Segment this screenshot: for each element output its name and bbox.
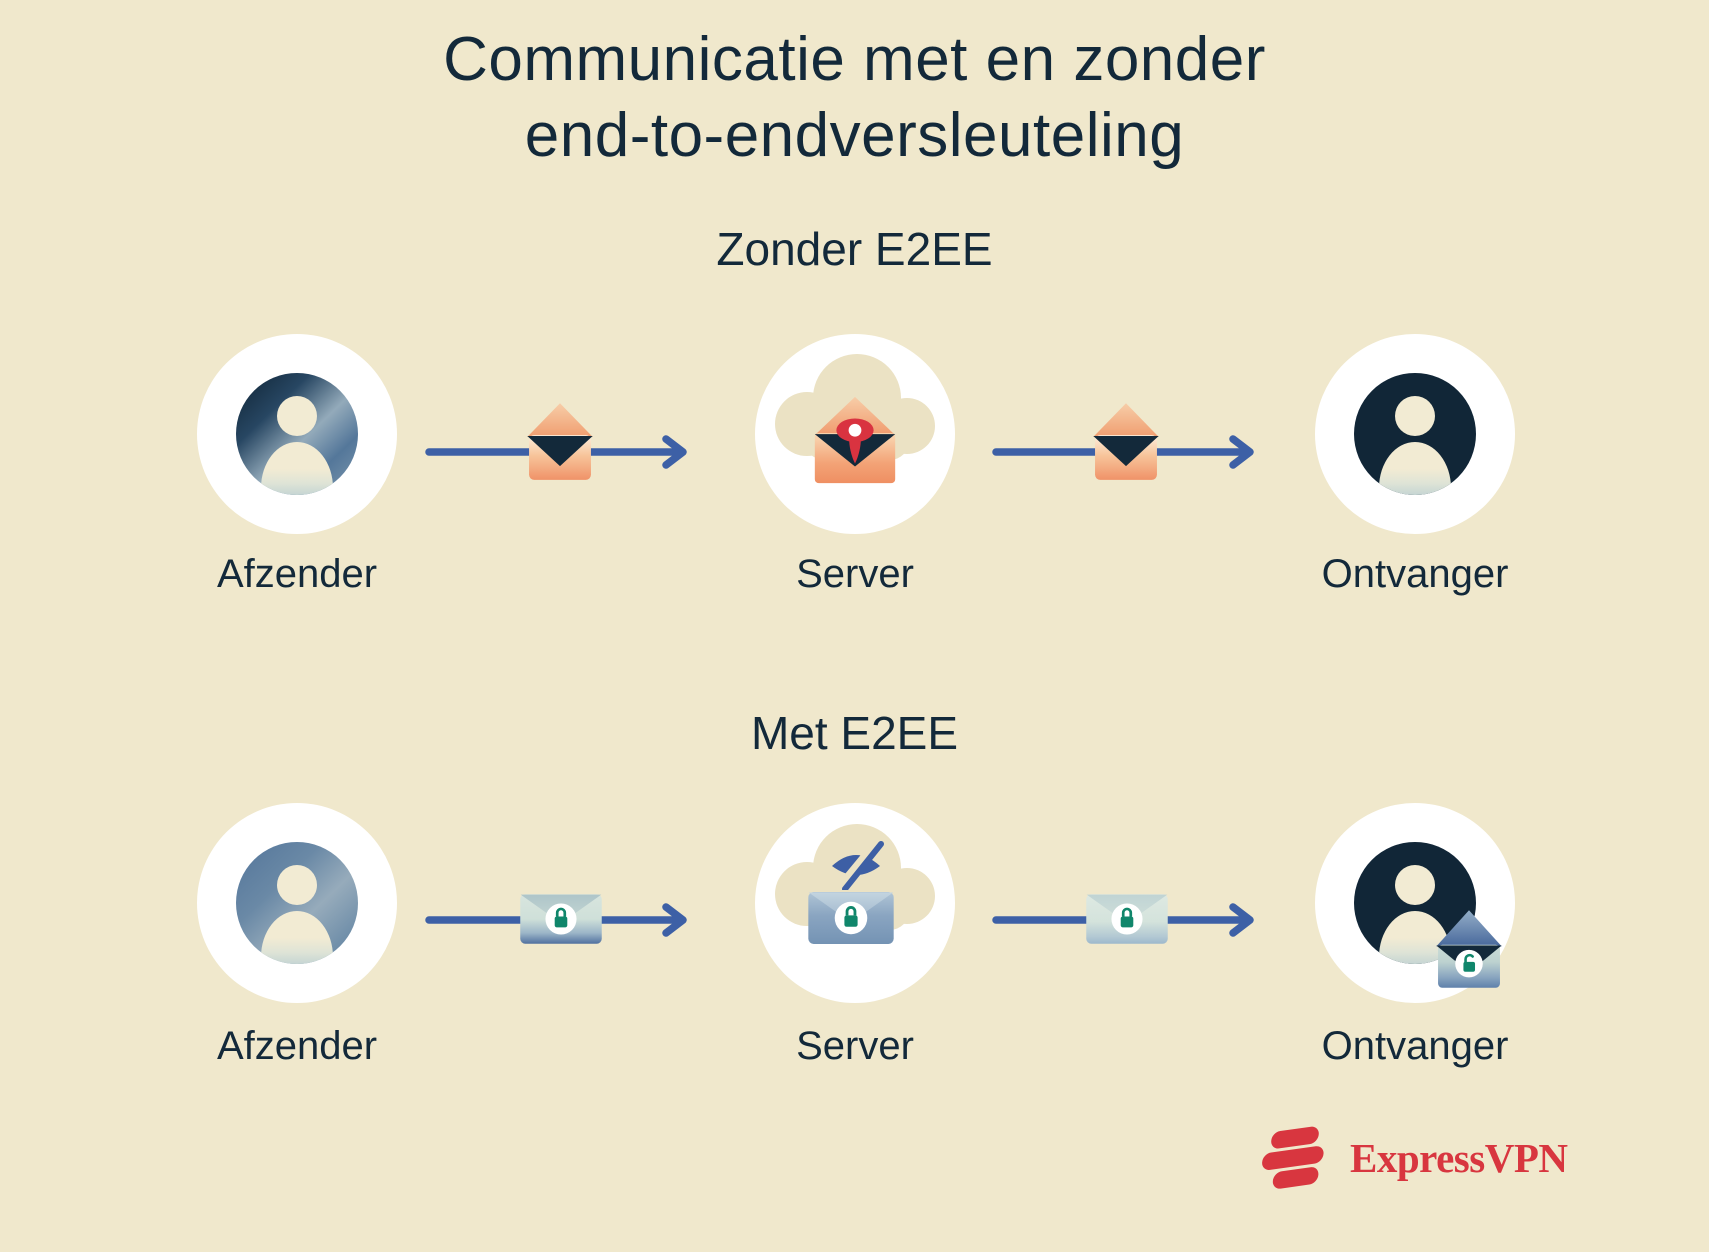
sender-label: Afzender — [216, 552, 378, 596]
lock-icon — [554, 916, 568, 928]
sender-avatar-without-e2ee — [197, 334, 397, 534]
person-icon — [1354, 842, 1476, 964]
eye-off-icon — [832, 839, 884, 890]
expressvpn-logo-icon — [1258, 1123, 1336, 1194]
person-shoulders — [1379, 442, 1451, 495]
locked-envelope-icon — [808, 892, 894, 944]
person-head — [277, 396, 317, 436]
section-without-e2ee-subtitle: Zonder E2EE — [716, 223, 993, 275]
eye-pupil — [848, 423, 862, 437]
open-envelope-icon — [1093, 403, 1159, 480]
receiver-avatar-without-e2ee — [1315, 334, 1515, 534]
expressvpn-wordmark: ExpressVPN — [1350, 1135, 1568, 1181]
eye-drop-shape — [849, 439, 861, 464]
receiver-label: Ontvanger — [1321, 1024, 1509, 1068]
sender-label: Afzender — [216, 1024, 378, 1068]
lock-icon — [844, 915, 858, 927]
person-shoulders — [261, 442, 333, 495]
server-label: Server — [796, 552, 914, 596]
lock-icon — [1120, 916, 1134, 928]
person-head — [1395, 396, 1435, 436]
page-title-line1: Communicatie met en zonder — [443, 25, 1266, 94]
locked-envelope-icon — [1086, 894, 1168, 944]
unlocked-envelope-icon — [1436, 910, 1502, 988]
person-icon — [1354, 373, 1476, 495]
person-icon — [236, 373, 358, 495]
page-title: Communicatie met en zonder end-to-endver… — [0, 22, 1709, 174]
open-lock-icon — [1463, 961, 1476, 972]
person-head — [1395, 865, 1435, 905]
locked-envelope-icon — [520, 894, 602, 944]
receiver-avatar-with-e2ee — [1315, 803, 1515, 1003]
sender-avatar-with-e2ee — [197, 803, 397, 1003]
person-icon — [236, 842, 358, 964]
expressvpn-logo: ExpressVPN — [1261, 1125, 1572, 1192]
person-shoulders — [261, 911, 333, 964]
open-envelope-icon — [527, 403, 593, 480]
page-title-line2: end-to-endversleuteling — [524, 101, 1185, 170]
server-label: Server — [796, 1024, 914, 1068]
receiver-label: Ontvanger — [1321, 552, 1509, 596]
section-with-e2ee-subtitle: Met E2EE — [750, 707, 959, 759]
person-head — [277, 865, 317, 905]
intercepted-envelope-eye-icon — [814, 396, 896, 484]
